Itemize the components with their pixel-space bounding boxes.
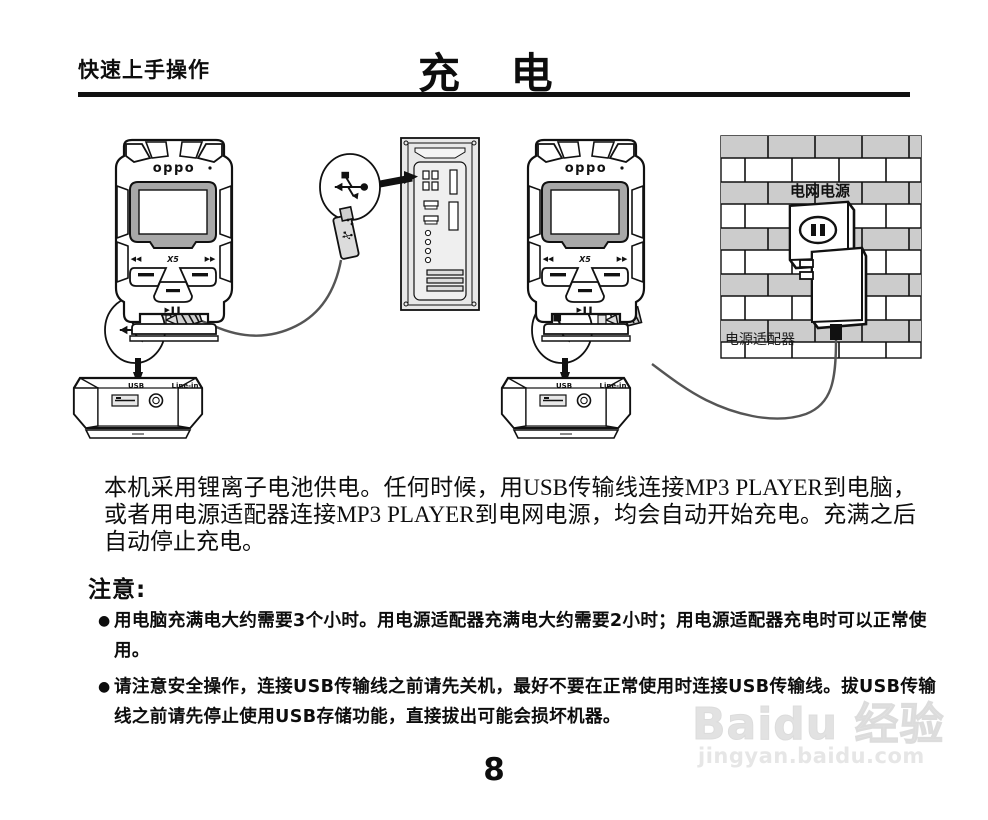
notice-list-item: ● 请注意安全操作，连接USB传输线之前请先关机，最好不要在正常使用时连接USB… (98, 672, 944, 732)
bullet-icon: ● (98, 613, 111, 629)
page-header: 快速上手操作 充 电 (78, 48, 912, 100)
header-divider (78, 92, 910, 97)
notice-item-text: 请注意安全操作，连接USB传输线之前请先关机，最好不要在正常使用时连接USB传输… (114, 677, 937, 727)
intro-paragraph-text: 本机采用锂离子电池供电。任何时候，用USB传输线连接MP3 PLAYER到电脑，… (104, 475, 916, 554)
usb-type-a-plug (332, 205, 360, 260)
intro-paragraph: 本机采用锂离子电池供电。任何时候，用USB传输线连接MP3 PLAYER到电脑，… (104, 474, 916, 555)
diagram-usb-to-computer: USB Line-in (72, 137, 480, 440)
dock-linein-label-left: Line-in (172, 382, 199, 390)
charging-illustration: oppo X5 ◀◀ ▶▶ ▶❚❚ (0, 112, 988, 452)
section-label: 快速上手操作 (78, 58, 210, 82)
bullet-icon: ● (98, 679, 111, 695)
notice-list-item: ● 用电脑充满电大约需要3个小时。用电源适配器充满电大约需要2小时；用电源适配器… (98, 606, 944, 666)
page-title: 充 电 (418, 49, 571, 98)
notice-heading: 注意: (88, 577, 147, 603)
notice-item-text: 用电脑充满电大约需要3个小时。用电源适配器充满电大约需要2小时；用电源适配器充电… (114, 611, 927, 661)
page-number: 8 (483, 752, 505, 788)
computer-rear-panel (400, 137, 480, 311)
diagram-adapter-to-mains: 电网电源 电源适配器 (500, 135, 922, 440)
power-adapter-label: 电源适配器 (725, 332, 795, 348)
mp3-player-left (114, 138, 234, 343)
power-adapter (799, 246, 868, 340)
dock-usb-label-right: USB (556, 382, 572, 390)
dock-usb-label-left: USB (128, 382, 144, 390)
mains-power-label: 电网电源 (790, 182, 850, 200)
dock-linein-label-right: Line-in (600, 382, 627, 390)
mp3-player-right (526, 138, 646, 343)
